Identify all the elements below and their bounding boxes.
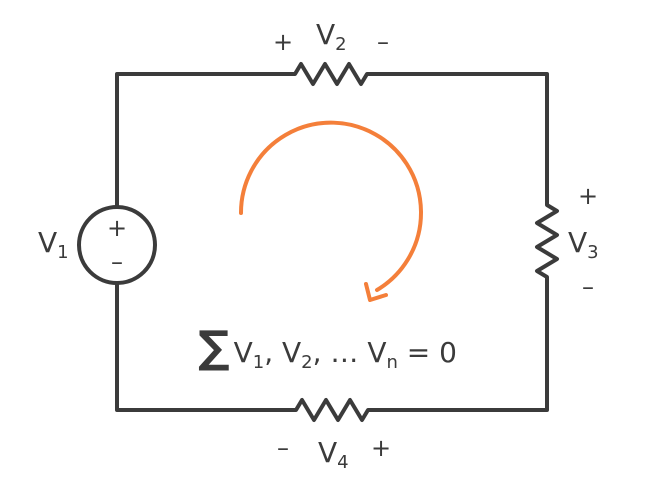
v2-label: V2 — [316, 18, 347, 55]
v2-minus: – — [377, 28, 389, 56]
voltage-source — [77, 205, 157, 285]
v3-plus: + — [578, 182, 598, 210]
v1-label: V1 — [38, 226, 69, 263]
circuit-wires — [115, 62, 559, 422]
v4-plus: + — [371, 434, 391, 462]
loop-arrow — [238, 120, 423, 302]
kvl-formula: ∑V1, V2, … Vn = 0 — [198, 322, 457, 373]
v3-minus: – — [582, 273, 594, 301]
source-minus: – — [111, 248, 123, 276]
v4-minus: – — [277, 434, 289, 462]
v2-plus: + — [273, 28, 293, 56]
v4-label: V4 — [318, 436, 349, 473]
v3-label: V3 — [568, 226, 599, 263]
source-plus: + — [107, 214, 127, 242]
